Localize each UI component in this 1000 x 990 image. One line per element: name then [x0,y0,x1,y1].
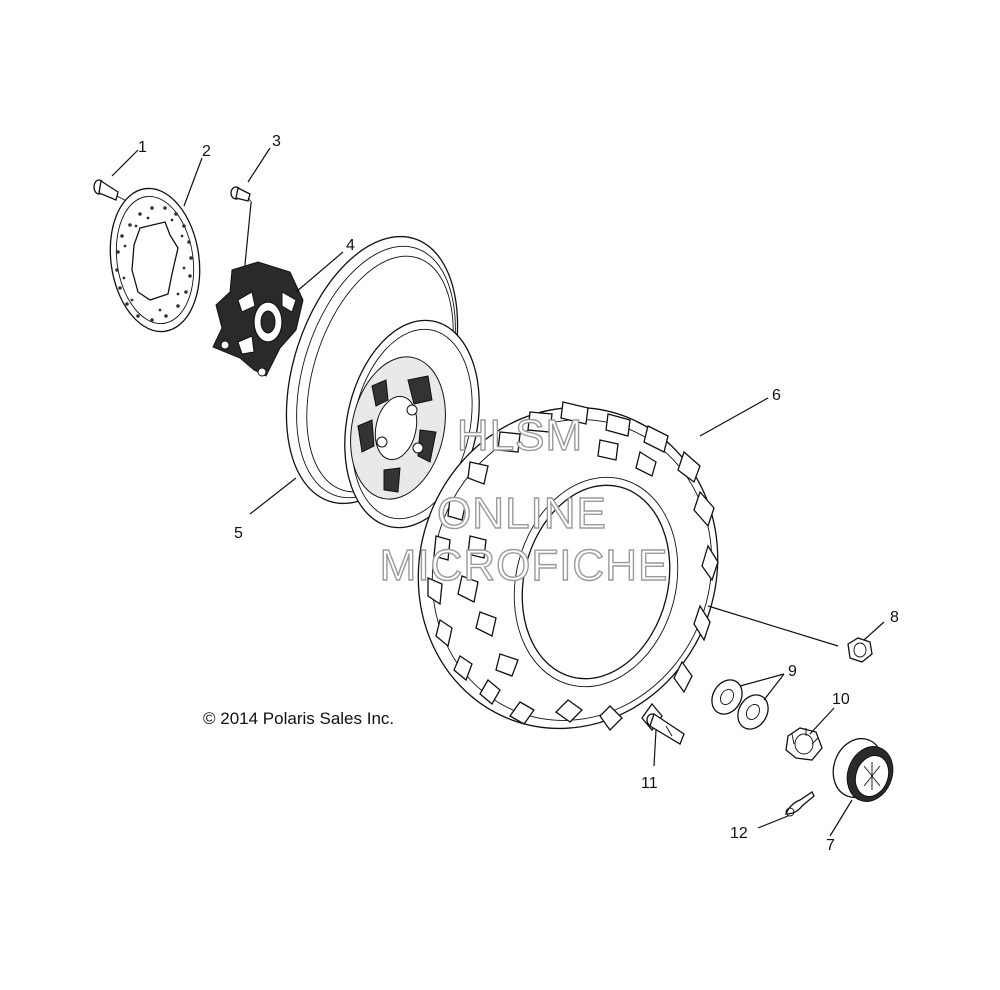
callout-3: 3 [272,133,281,150]
part-12-cotter-pin [785,791,815,817]
part-1-bolt [93,179,131,204]
part-11-stud [646,712,685,745]
part-6-tire [417,401,719,732]
callout-6: 6 [772,387,781,404]
copyright-notice: © 2014 Polaris Sales Inc. [203,709,394,728]
callout-9: 9 [788,663,797,680]
part-2-brake-disc [109,187,201,333]
callout-5: 5 [234,525,243,542]
watermark: HLSM ONLINE MICROFICHE [379,410,669,590]
watermark-line-3: MICROFICHE [380,541,669,590]
callout-12: 12 [730,825,748,842]
callout-2: 2 [202,143,211,160]
part-8-lug-nut [847,637,873,663]
part-10-castle-nut [785,727,823,761]
callout-8: 8 [890,609,899,626]
part-3-bolt [230,186,253,276]
callout-10: 10 [832,691,850,708]
part-4-hub [212,261,304,377]
callout-1: 1 [138,139,147,156]
callout-11: 11 [641,775,658,792]
part-7-hub-cap [832,737,894,802]
part-5-rim [285,235,480,529]
part-9-washers [711,679,769,730]
leader-lines [111,147,885,837]
callout-numbers: 1 2 3 4 5 6 7 8 9 10 11 12 [138,133,899,854]
callout-7: 7 [826,837,835,854]
watermark-line-2: ONLINE [437,489,607,538]
watermark-line-1: HLSM [457,411,583,460]
callout-4: 4 [346,237,355,254]
